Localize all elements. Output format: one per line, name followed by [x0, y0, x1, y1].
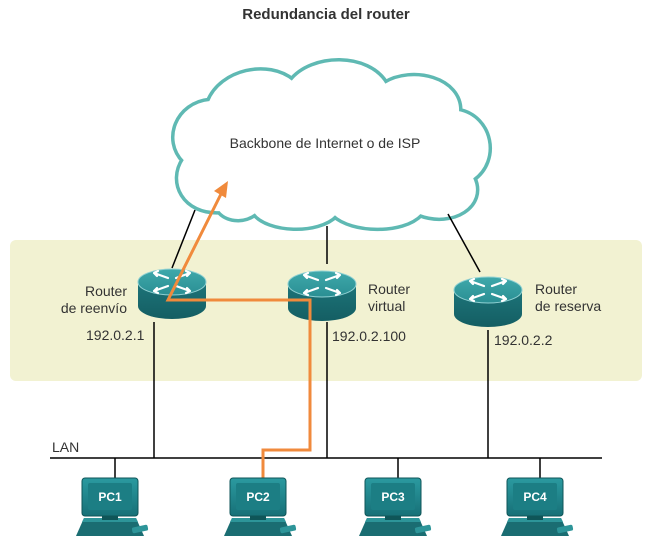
router-arrows-icon [152, 269, 192, 295]
router-virtual [287, 270, 357, 321]
router-virtual-label-1: Router [368, 281, 410, 297]
lan-label: LAN [52, 439, 79, 455]
pc-3: PC3 [359, 477, 432, 536]
pc-label: PC3 [381, 490, 405, 504]
pc-label: PC1 [98, 490, 122, 504]
router-forwarding-ip: 192.0.2.1 [86, 327, 145, 343]
router-standby-ip: 192.0.2.2 [494, 332, 553, 348]
link-forwarding-router [171, 209, 196, 269]
cloud-label: Backbone de Internet o de ISP [230, 135, 421, 151]
traffic-path [165, 181, 312, 478]
pc-4: PC4 [501, 477, 574, 536]
pc-2: PC2 [224, 477, 297, 536]
internet-cloud: Backbone de Internet o de ISP [171, 58, 492, 232]
link-standby-router [447, 213, 481, 273]
wan-links [171, 209, 481, 273]
lan-drops [114, 322, 541, 478]
router-standby-label-2: de reserva [535, 298, 601, 314]
router-standby-label-1: Router [535, 281, 577, 297]
router-virtual-ip: 192.0.2.100 [332, 328, 406, 344]
router-forwarding-label-1: Router [85, 283, 127, 299]
pc-group: PC1 PC2 PC3 PC4 [76, 477, 574, 536]
router-forwarding-label-2: de reenvío [61, 300, 127, 316]
pc-1: PC1 [76, 477, 149, 536]
router-standby [453, 276, 523, 327]
router-arrows-icon [302, 271, 342, 297]
pc-label: PC4 [523, 490, 547, 504]
router-virtual-label-2: virtual [368, 298, 405, 314]
pc-label: PC2 [246, 490, 270, 504]
traffic-arrowhead-icon [214, 181, 228, 198]
diagram-title: Redundancia del router [242, 6, 410, 23]
router-arrows-icon [468, 277, 508, 303]
